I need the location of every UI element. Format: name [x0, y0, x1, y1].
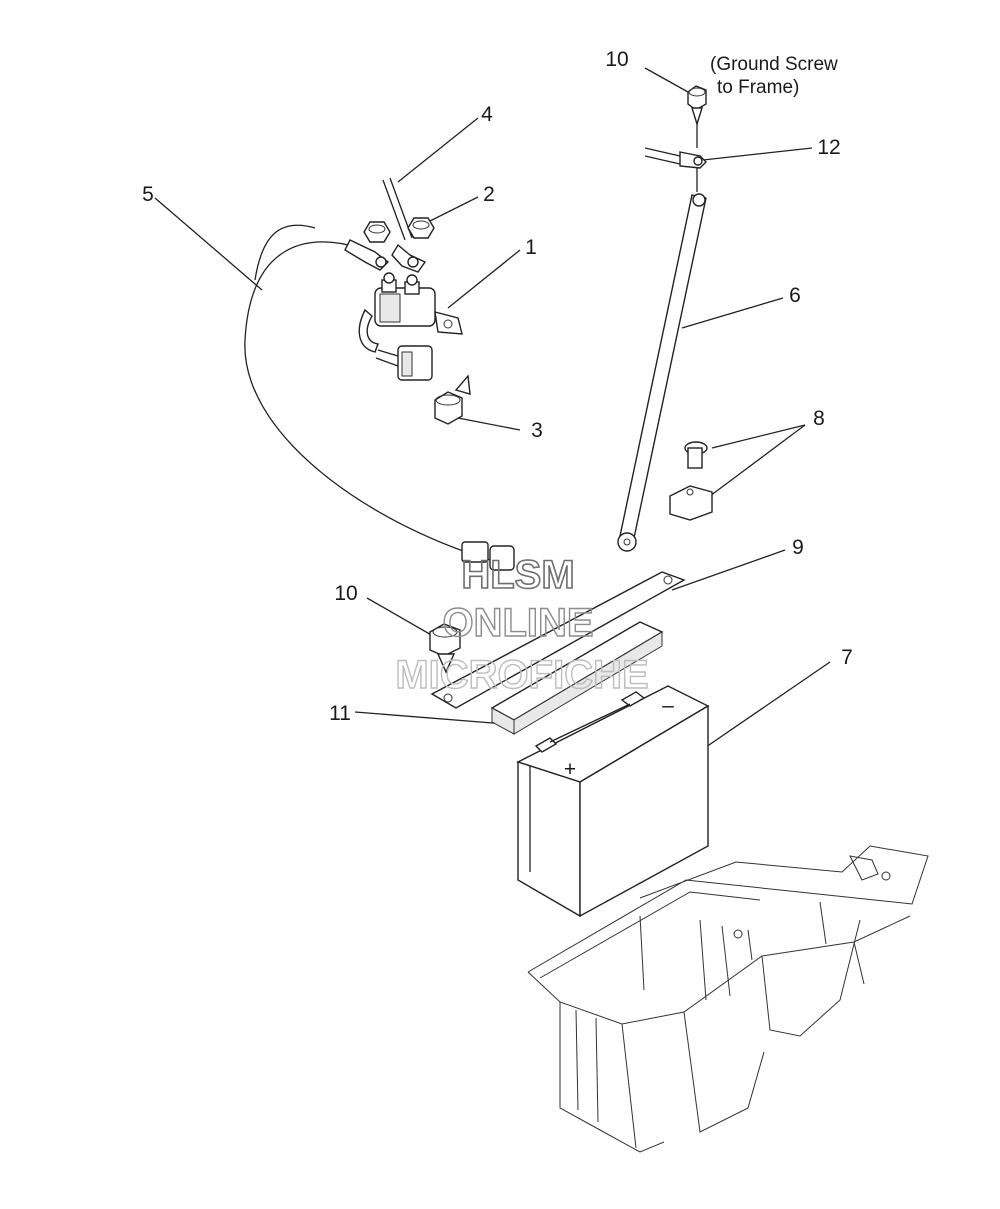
ground-screw-10-top [687, 85, 707, 148]
callout-3: 3 [531, 419, 543, 442]
callout-12: 12 [817, 136, 840, 159]
watermark-line1: HLSM [461, 553, 574, 597]
callout-10-mid: 10 [334, 582, 357, 605]
solenoid-1 [358, 272, 463, 381]
callout-5: 5 [142, 183, 154, 206]
callout-8: 8 [813, 407, 825, 430]
watermark-line3: MICROFICHE [395, 653, 648, 697]
screw-10-mid [429, 623, 461, 674]
battery-box [527, 845, 929, 1153]
callout-9: 9 [792, 536, 804, 559]
cable-clamp [461, 541, 515, 571]
callout-4: 4 [481, 103, 493, 126]
leader-lines [154, 67, 831, 759]
callout-10-top: 10 [605, 48, 628, 71]
hold-down-9 [430, 571, 686, 709]
callout-11: 11 [329, 702, 351, 725]
battery-positive-mark: + [564, 758, 576, 781]
ground-note-line2: to Frame) [717, 77, 799, 98]
callout-numbers: 1 2 3 4 5 6 7 8 9 10 10 11 12 [142, 48, 853, 725]
pad-11 [490, 621, 664, 735]
callout-7: 7 [841, 646, 853, 669]
nut-2 [363, 217, 435, 243]
hardware-8 [669, 441, 713, 521]
battery-7 [516, 685, 710, 918]
callout-1: 1 [525, 236, 537, 259]
bolt-3 [434, 374, 471, 425]
ground-note: (Ground Screw to Frame) [710, 54, 838, 98]
watermark-line2: ONLINE [442, 601, 593, 645]
battery-negative-mark: – [662, 694, 674, 717]
watermark: HLSM ONLINE MICROFICHE [395, 552, 650, 698]
callout-6: 6 [789, 284, 801, 307]
ground-note-line1: (Ground Screw [710, 54, 838, 75]
strap-6 [617, 193, 707, 552]
cable-end-12 [644, 147, 707, 192]
ring-terminals [344, 239, 427, 273]
cable-5 [244, 224, 491, 561]
callout-2: 2 [483, 183, 495, 206]
